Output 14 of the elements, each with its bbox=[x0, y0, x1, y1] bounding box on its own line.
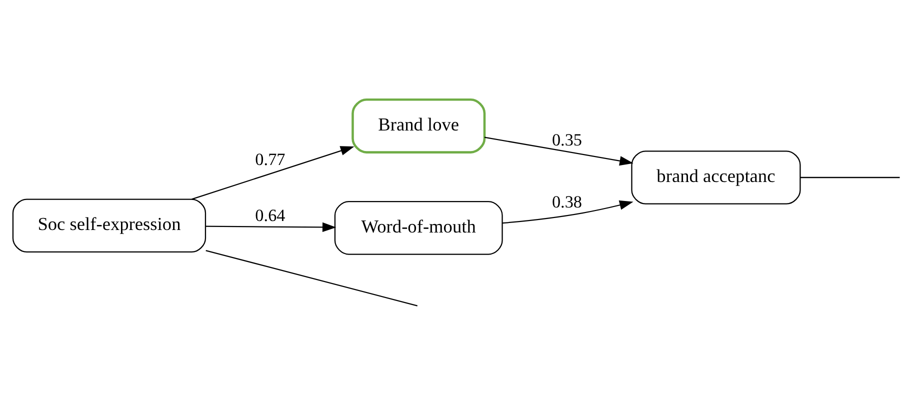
node-box: Brand love bbox=[352, 98, 486, 154]
arrow bbox=[484, 136, 634, 166]
arrow bbox=[502, 200, 634, 224]
edge-label: 0.64 bbox=[255, 206, 286, 226]
arrow bbox=[192, 146, 354, 200]
edge-label: 0.77 bbox=[255, 150, 286, 169]
edge-label: 0.38 bbox=[552, 192, 582, 212]
connector bbox=[800, 176, 900, 178]
connector bbox=[206, 250, 418, 306]
node-box: Word-of-mouth bbox=[334, 201, 503, 255]
edge-label: 0.35 bbox=[552, 130, 582, 150]
node-box: brand acceptanc bbox=[631, 150, 801, 204]
node-box: Soc self-expression bbox=[12, 198, 206, 253]
arrow bbox=[206, 222, 336, 232]
